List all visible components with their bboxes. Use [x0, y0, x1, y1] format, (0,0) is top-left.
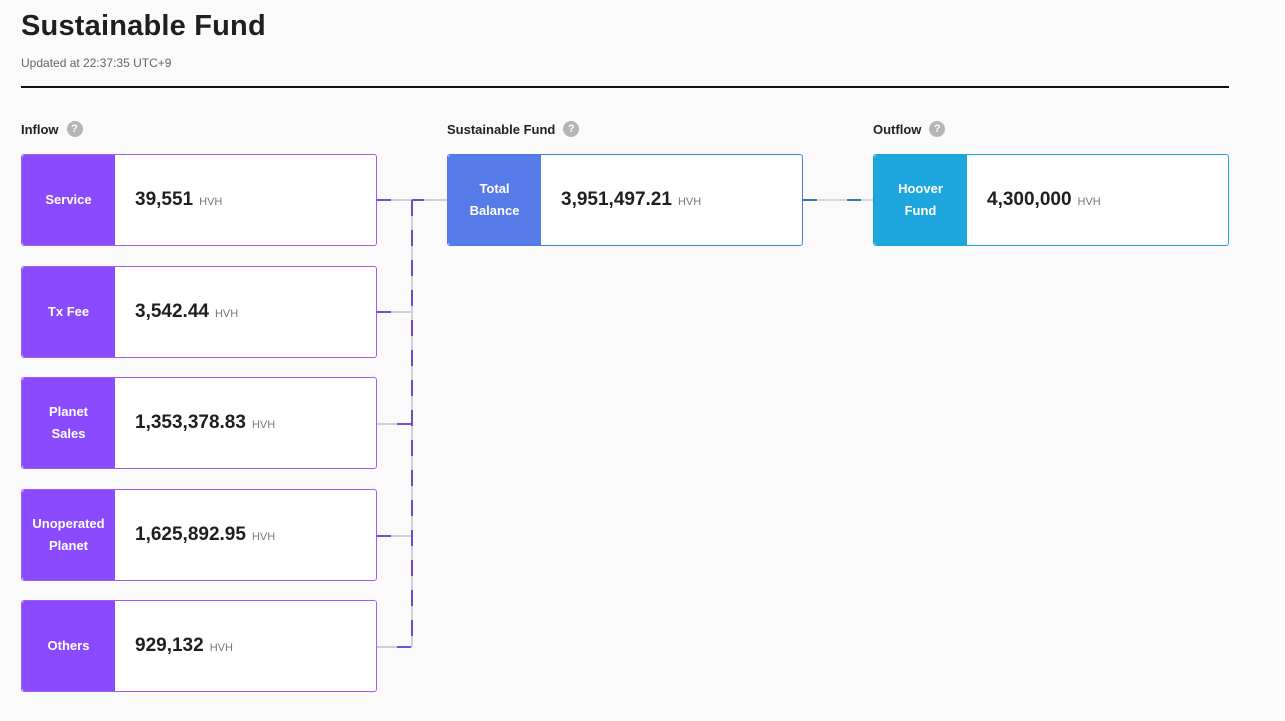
- inflow-amount: 3,542.44: [135, 301, 209, 322]
- inflow-help-icon[interactable]: ?: [66, 121, 83, 137]
- inflow-label-text: Inflow: [21, 121, 59, 137]
- fund-value: 3,951,497.21 HVH: [541, 189, 701, 211]
- inflow-connector-lines: [377, 199, 447, 648]
- fund-unit: HVH: [677, 196, 702, 208]
- inflow-amount: 929,132: [135, 635, 204, 656]
- fund-amount: 3,951,497.21: [561, 189, 672, 210]
- fund-label-text: Sustainable Fund: [447, 121, 556, 137]
- outflow-section-label: Outflow ?: [873, 121, 946, 137]
- outflow-value: 4,300,000 HVH: [967, 189, 1101, 211]
- outflow-card-hoover-fund: Hoover Fund 4,300,000 HVH: [873, 154, 1229, 246]
- inflow-amount: 1,625,892.95: [135, 524, 246, 545]
- fund-tag: Total Balance: [448, 155, 541, 245]
- outflow-unit: HVH: [1077, 196, 1101, 208]
- inflow-tag: Planet Sales: [22, 378, 115, 468]
- outflow-amount: 4,300,000: [987, 189, 1072, 210]
- outflow-label-text: Outflow: [873, 121, 922, 137]
- inflow-unit: HVH: [209, 642, 233, 654]
- fund-section-label: Sustainable Fund ?: [447, 121, 580, 137]
- inflow-value: 3,542.44 HVH: [115, 301, 238, 323]
- header-divider: [21, 86, 1229, 88]
- inflow-card-others: Others 929,132 HVH: [21, 600, 377, 692]
- inflow-amount: 1,353,378.83: [135, 412, 246, 433]
- inflow-card-unoperated-planet: Unoperated Planet 1,625,892.95 HVH: [21, 489, 377, 581]
- updated-timestamp: Updated at 22:37:35 UTC+9: [21, 56, 172, 70]
- page-title: Sustainable Fund: [21, 10, 266, 42]
- inflow-unit: HVH: [199, 196, 223, 208]
- inflow-tag: Service: [22, 155, 115, 245]
- inflow-unit: HVH: [214, 308, 239, 320]
- inflow-tag: Unoperated Planet: [22, 490, 115, 580]
- inflow-card-planet-sales: Planet Sales 1,353,378.83 HVH: [21, 377, 377, 469]
- inflow-section-label: Inflow ?: [21, 121, 83, 137]
- fund-card-total-balance: Total Balance 3,951,497.21 HVH: [447, 154, 803, 246]
- inflow-tag: Tx Fee: [22, 267, 115, 357]
- inflow-card-service: Service 39,551 HVH: [21, 154, 377, 246]
- inflow-tag: Others: [22, 601, 115, 691]
- fund-help-icon[interactable]: ?: [563, 121, 580, 137]
- inflow-unit: HVH: [251, 419, 276, 431]
- inflow-unit: HVH: [251, 531, 276, 543]
- outflow-help-icon[interactable]: ?: [929, 121, 946, 137]
- inflow-card-tx-fee: Tx Fee 3,542.44 HVH: [21, 266, 377, 358]
- inflow-value: 1,625,892.95 HVH: [115, 524, 275, 546]
- inflow-amount: 39,551: [135, 189, 194, 210]
- outflow-tag: Hoover Fund: [874, 155, 967, 245]
- inflow-value: 929,132 HVH: [115, 635, 233, 657]
- inflow-value: 39,551 HVH: [115, 189, 222, 211]
- inflow-value: 1,353,378.83 HVH: [115, 412, 275, 434]
